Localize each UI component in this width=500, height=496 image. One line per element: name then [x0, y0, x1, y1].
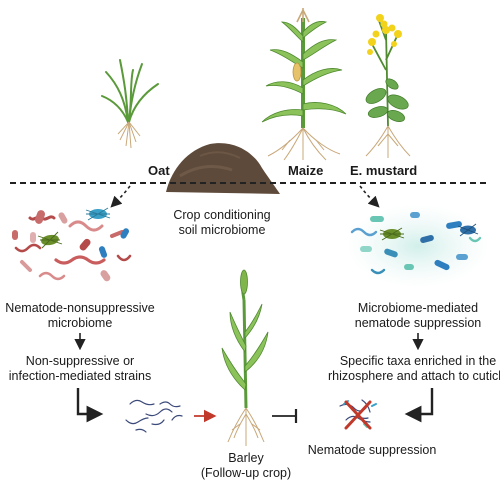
cross-icon [344, 400, 372, 430]
left-microbiome-label-line1: Nematode-nonsuppressive [5, 301, 154, 315]
barley-label-line1: Barley [228, 451, 264, 465]
crop-label-oat: Oat [148, 163, 170, 178]
barley-label-line2: (Follow-up crop) [201, 466, 291, 480]
center-label-line2: soil microbiome [179, 223, 266, 237]
soil-pile-icon [166, 143, 280, 194]
arrow-to-left-microbiome [110, 185, 131, 208]
arrow-right-to-suppressed-nematodes [404, 388, 434, 423]
flagellated-bacterium-blue [85, 207, 111, 221]
nematodes-active-icon [125, 399, 183, 433]
crop-label-mustard: E. mustard [350, 163, 417, 178]
flagellated-bacterium-suppressive [379, 227, 405, 241]
barley-plant-icon [221, 269, 269, 446]
center-label-line1: Crop conditioning [173, 208, 270, 222]
inhibition-marker [272, 409, 298, 423]
right-suppression-label-line2: nematode suppression [355, 316, 482, 330]
left-strains-label-line2: infection-mediated strains [9, 369, 151, 383]
left-microbiome-label-line2: microbiome [48, 316, 113, 330]
nonsuppressive-microbiome-icon [12, 207, 132, 282]
crop-label-maize: Maize [288, 163, 323, 178]
right-taxa-label-line1: Specific taxa enriched in the [340, 354, 496, 368]
flagellated-bacterium-green [37, 231, 63, 249]
arrow-left-to-nematodes [76, 388, 104, 423]
mustard-plant-icon [365, 14, 411, 158]
left-strains-label-line1: Non-suppressive or [26, 354, 134, 368]
right-taxa-label-line2: rhizosphere and attach to cuticle [328, 369, 500, 383]
maize-plant-icon [261, 8, 347, 161]
flagellated-bacterium-suppressive-2 [457, 223, 479, 237]
oat-plant-icon [101, 59, 159, 149]
nematode-suppression-label: Nematode suppression [308, 443, 437, 457]
right-suppression-label-line1: Microbiome-mediated [358, 301, 478, 315]
suppressive-microbiome-icon [346, 204, 490, 288]
nematodes-suppressed-icon [339, 399, 377, 430]
arrow-to-right-microbiome [359, 185, 380, 208]
